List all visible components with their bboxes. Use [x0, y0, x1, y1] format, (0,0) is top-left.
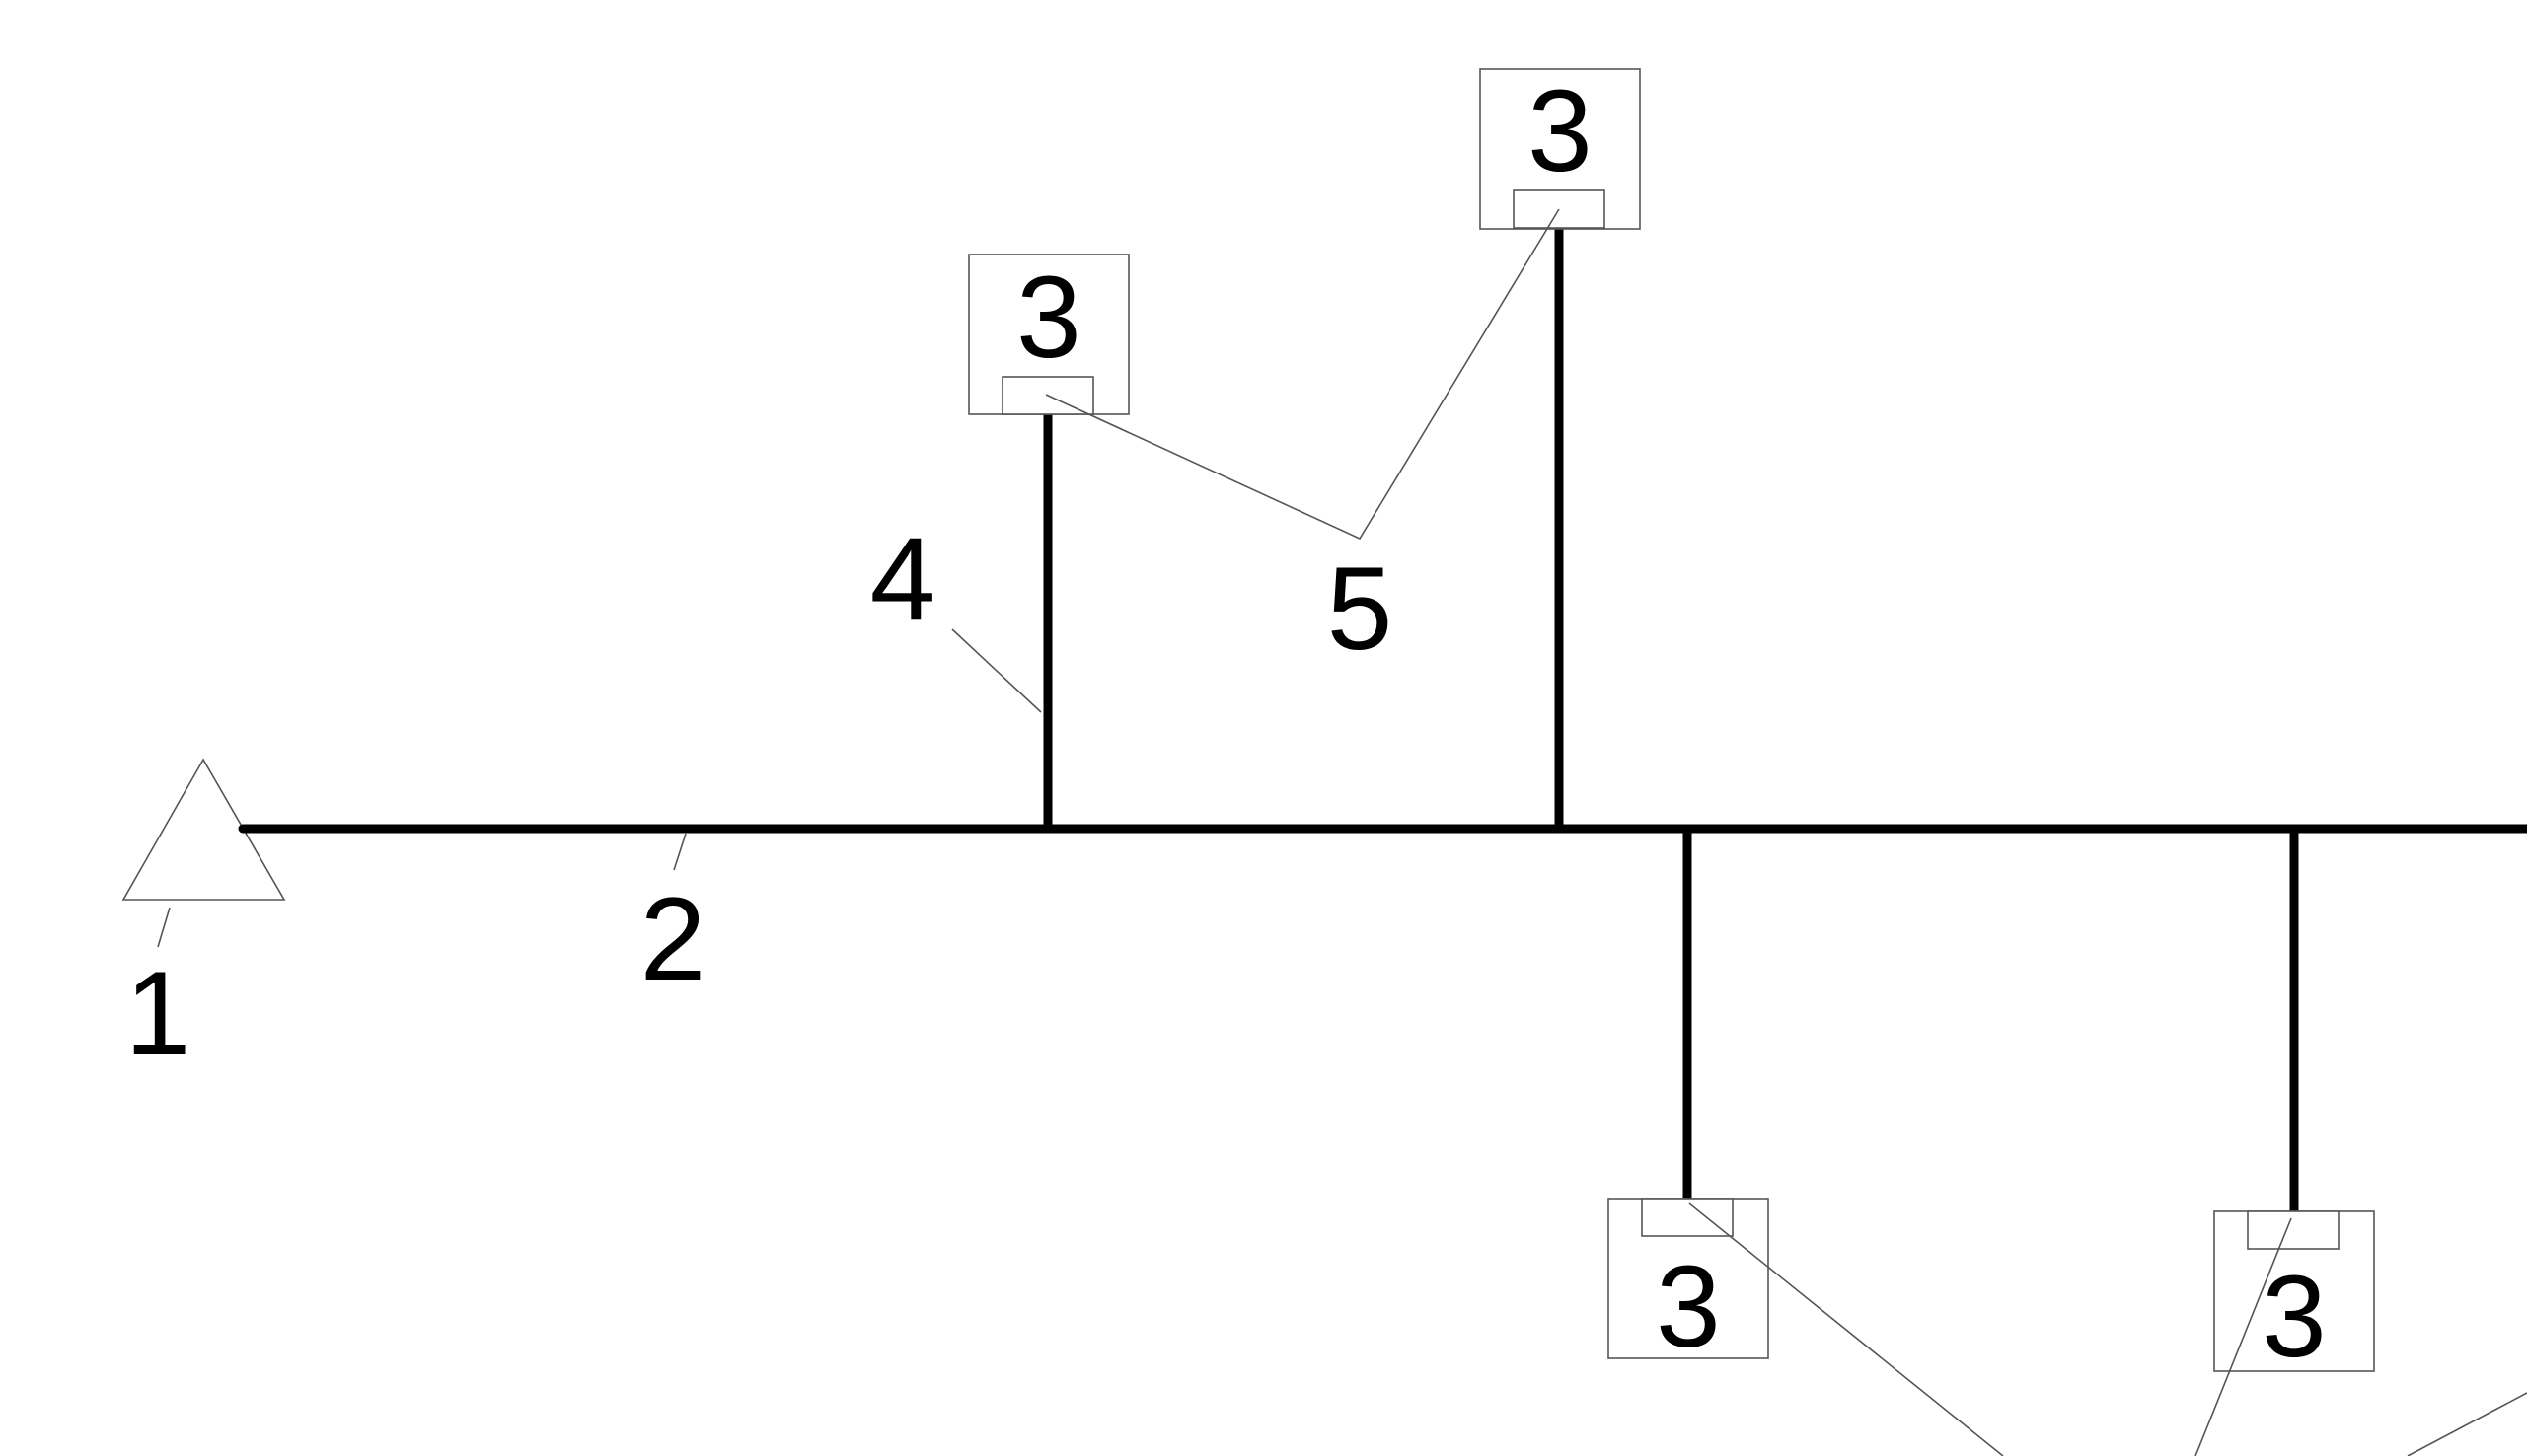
- leader-1: [157, 907, 171, 948]
- leader-c-down: [1688, 1202, 2004, 1456]
- leader-2: [673, 833, 687, 871]
- label-source: 1: [125, 947, 191, 1079]
- leader-right-edge: [2407, 1392, 2527, 1456]
- label-connector: 5: [1327, 543, 1393, 675]
- leader-d-down: [2194, 1217, 2292, 1456]
- label-branch: 4: [870, 513, 936, 645]
- node-terminal-d: [2247, 1210, 2340, 1250]
- node-terminal-c: [1641, 1198, 1734, 1237]
- label-main-line: 2: [640, 873, 706, 1005]
- node-label-d: 3: [2262, 1252, 2327, 1382]
- node-label-b: 3: [1527, 66, 1593, 196]
- node-label-c: 3: [1656, 1242, 1721, 1372]
- leader-5: [1045, 208, 1560, 541]
- leader-4: [951, 628, 1042, 713]
- node-label-a: 3: [1016, 253, 1081, 383]
